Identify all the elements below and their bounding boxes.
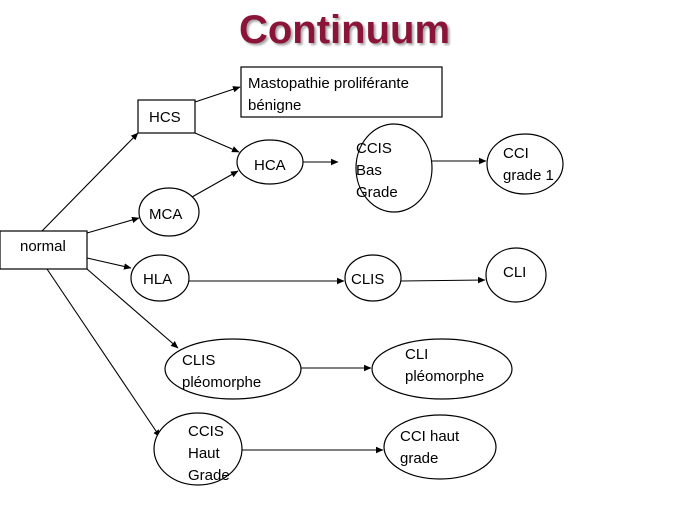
arrow-normal-to-clis_pleo xyxy=(86,268,179,349)
node-label: grade xyxy=(400,450,438,467)
node-shape xyxy=(153,412,243,486)
node-cci-grade1: CCI grade 1 xyxy=(486,133,564,195)
node-label: HCA xyxy=(254,157,286,174)
node-shape xyxy=(485,247,547,303)
node-hcs: HCS xyxy=(137,99,196,134)
node-label: Grade xyxy=(188,467,230,484)
arrow-normal-to-mca xyxy=(86,216,140,234)
node-label: CCI xyxy=(503,145,529,162)
arrow-clis-to-cli xyxy=(400,276,486,284)
node-shape xyxy=(486,133,564,195)
node-cli-pleo: CLI pléomorphe xyxy=(371,338,513,400)
node-clis: CLIS xyxy=(344,254,402,302)
node-label: Mastopathie proliférante xyxy=(248,75,409,92)
arrow-mca-to-hca xyxy=(191,170,239,198)
node-shape xyxy=(0,230,88,270)
node-shape xyxy=(130,254,190,302)
node-label: normal xyxy=(20,238,66,255)
arrow-normal-to-hla xyxy=(86,257,132,270)
node-mastopathie: Mastopathie proliférante bénigne xyxy=(240,66,443,118)
node-label: CCIS xyxy=(188,423,224,440)
node-hca: HCA xyxy=(236,139,304,185)
node-label: bénigne xyxy=(248,97,301,114)
node-shape xyxy=(164,338,302,400)
node-label: HLA xyxy=(143,271,172,288)
node-label: MCA xyxy=(149,206,182,223)
node-shape xyxy=(236,139,304,185)
node-mca: MCA xyxy=(138,187,200,237)
node-shape xyxy=(383,414,497,480)
node-shape xyxy=(344,254,402,302)
arrow-hcs-to-mastopathie xyxy=(194,86,241,103)
node-shape xyxy=(137,99,196,134)
node-label: pléomorphe xyxy=(182,374,261,391)
arrow-hcs-to-hca xyxy=(194,132,240,153)
node-normal: normal xyxy=(0,230,88,270)
node-cli: CLI xyxy=(485,247,547,303)
node-label: Grade xyxy=(356,184,398,201)
node-label: CLIS xyxy=(351,271,384,288)
node-label: CLIS xyxy=(182,352,215,369)
node-clis-pleo: CLIS pléomorphe xyxy=(164,338,302,400)
node-label: CCI haut xyxy=(400,428,460,445)
node-label: CLI xyxy=(405,346,428,363)
node-label: grade 1 xyxy=(503,167,554,184)
node-shape xyxy=(138,187,200,237)
page-title: Continuum xyxy=(238,8,451,52)
arrow-normal-to-hcs xyxy=(41,132,139,232)
node-shape xyxy=(240,66,443,118)
node-label: CLI xyxy=(503,264,526,281)
node-label: CCIS xyxy=(356,140,392,157)
node-label: HCS xyxy=(149,109,181,126)
node-cci-haut: CCI haut grade xyxy=(383,414,497,480)
arrow-normal-to-ccis_haut xyxy=(46,268,161,438)
node-label: Haut xyxy=(188,445,221,462)
node-label: Bas xyxy=(356,162,382,179)
node-shape xyxy=(355,123,433,213)
node-hla: HLA xyxy=(130,254,190,302)
node-label: pléomorphe xyxy=(405,368,484,385)
node-shape xyxy=(371,338,513,400)
